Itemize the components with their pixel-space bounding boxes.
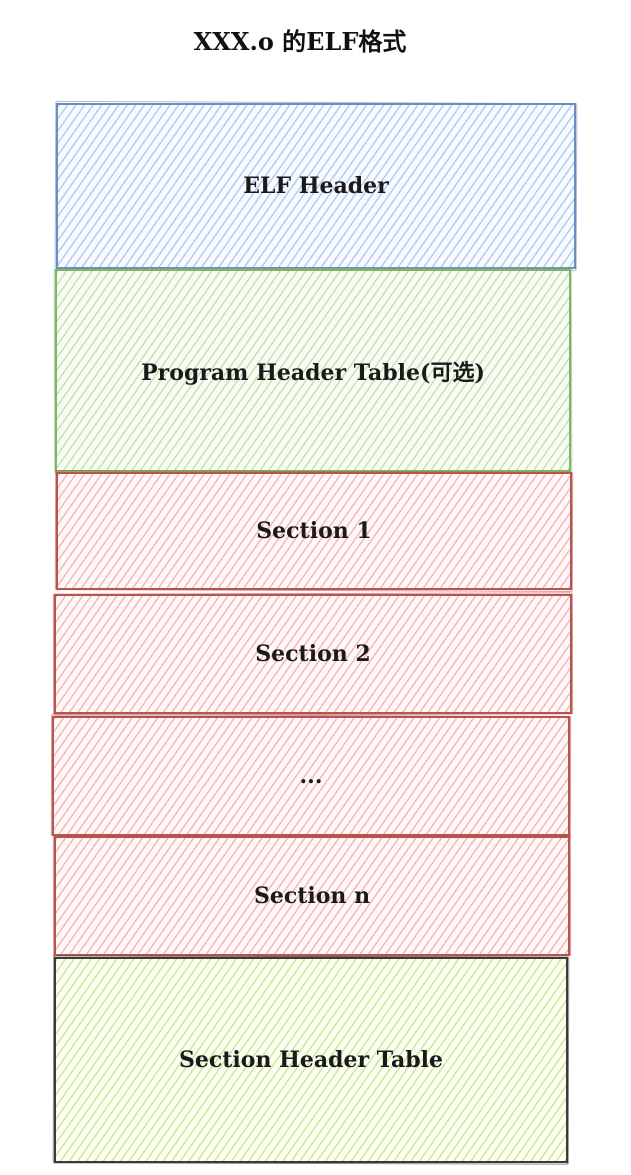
elf-header-block: ELF Header [54, 100, 578, 272]
ellipsis-label: ... [299, 763, 323, 789]
section-1-label: Section 1 [256, 518, 372, 544]
section-n-block: Section n [52, 834, 572, 958]
program-header-table-label: Program Header Table(可选) [141, 359, 485, 386]
section-n-label: Section n [253, 883, 371, 909]
elf-header-label: ELF Header [243, 173, 389, 199]
section-2-label: Section 2 [255, 641, 371, 667]
ellipsis-section-block: ... [50, 714, 572, 838]
section-header-table-label: Section Header Table [178, 1047, 444, 1073]
program-header-table-block: Program Header Table(可选) [53, 267, 573, 474]
diagram-title: XXX.o 的ELF格式 [193, 27, 407, 56]
section-2-block: Section 2 [52, 592, 574, 716]
section-1-block: Section 1 [54, 470, 574, 592]
section-header-table-block: Section Header Table [52, 955, 570, 1165]
